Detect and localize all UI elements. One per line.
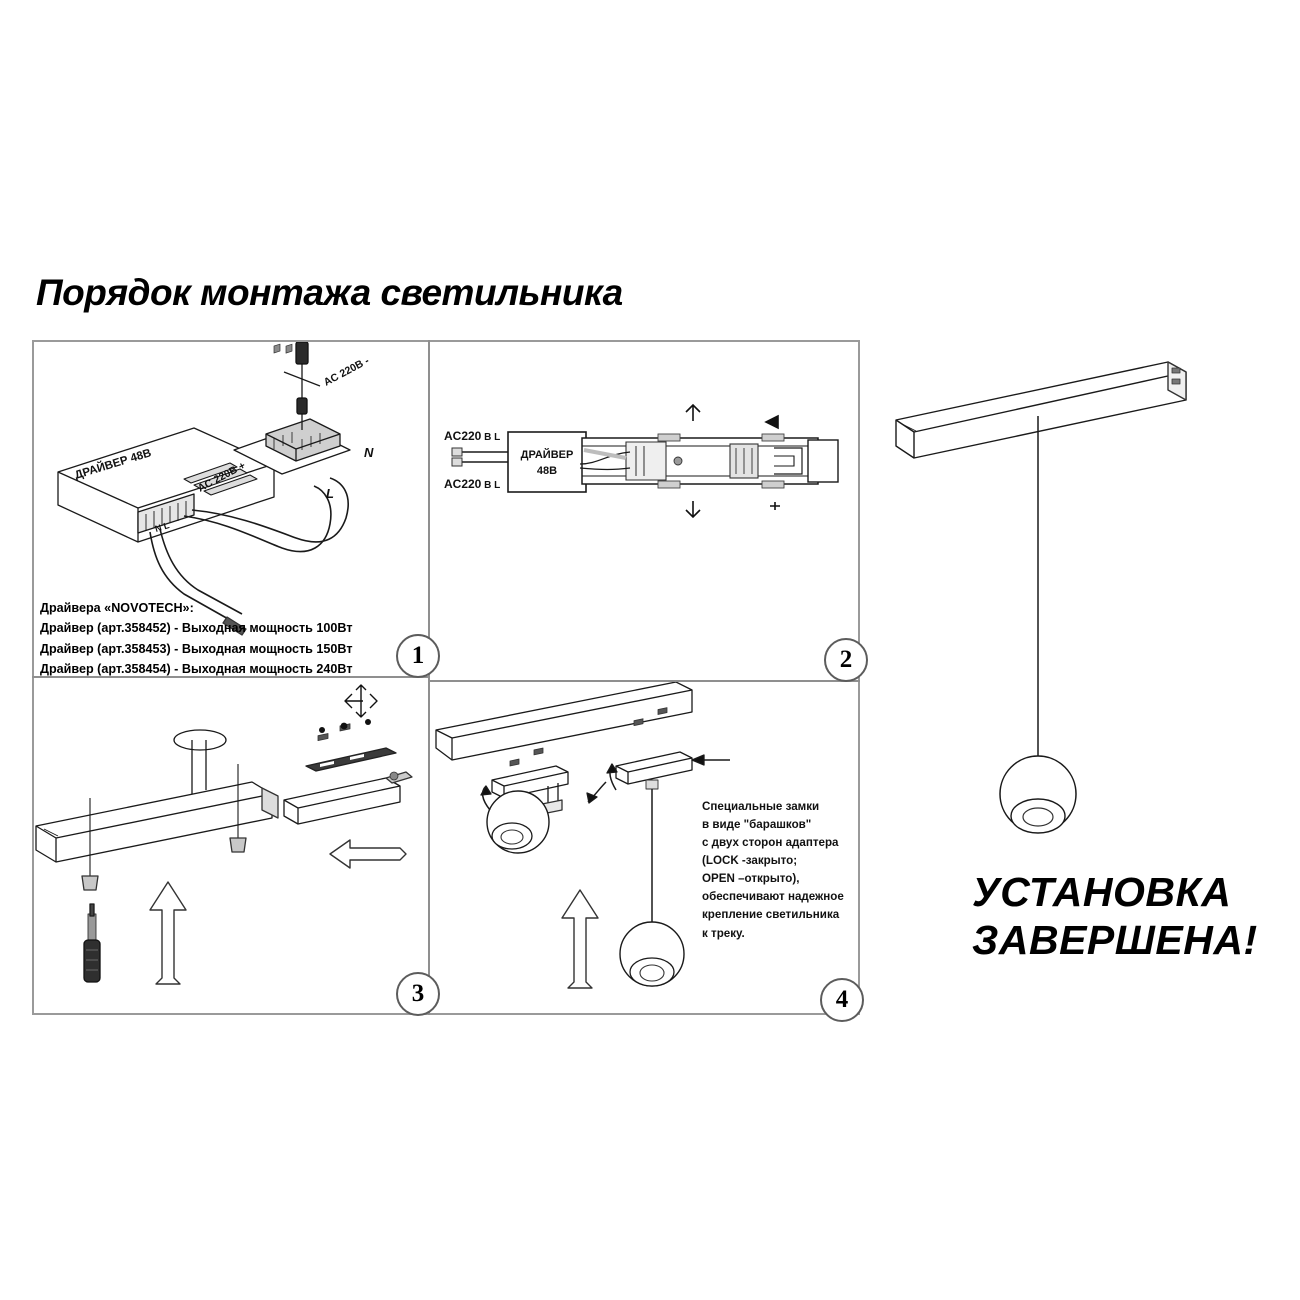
grid-horizontal-divider-left: [32, 676, 428, 678]
step-number-4: 4: [820, 978, 864, 1022]
panel-result: [862, 342, 1298, 1017]
driver-spec-line-1: Драйвер (арт.358452) - Выходная мощность…: [40, 621, 353, 636]
ac-input-label-bottom: AC220 В L: [444, 477, 500, 491]
lock-note-line-3: (LOCK -закрыто;: [702, 854, 798, 868]
driver-spec-line-3: Драйвер (арт.358454) - Выходная мощность…: [40, 662, 353, 677]
lock-note-line-5: обеспечивают надежное: [702, 890, 844, 904]
lock-note-line-1: в виде "барашков": [702, 818, 812, 832]
step-number-2-value: 2: [839, 646, 853, 673]
step2-diagram: AC220 В L AC220 В L ДРАЙВЕР 48В: [444, 403, 839, 519]
completion-message: УСТАНОВКА ЗАВЕРШЕНА!: [972, 868, 1258, 965]
driver-spec-line-2: Драйвер (арт.358453) - Выходная мощность…: [40, 641, 353, 656]
lock-note-line-0: Специальные замки: [702, 800, 820, 813]
lock-note-line-2: с двух сторон адаптера: [702, 836, 839, 850]
step-number-1: 1: [396, 634, 440, 678]
driver-spec-line-0: Драйвера «NOVOTECH»:: [40, 601, 194, 615]
step-number-4-value: 4: [835, 986, 849, 1013]
lock-note-line-6: крепление светильника: [702, 908, 840, 922]
driver-label-line1: ДРАЙВЕР: [521, 448, 574, 461]
driver-specification-block: Драйвера «NOVOTECH»: Драйвер (арт.358452…: [40, 598, 353, 680]
panel-step-1: AC 220В - AC 220В + N L ДРАЙВЕР 48В N L: [34, 342, 428, 676]
grid-horizontal-divider-right: [430, 680, 860, 682]
step3-diagram: [35, 684, 413, 985]
completion-line-2: ЗАВЕРШЕНА!: [972, 917, 1258, 964]
step-number-2: 2: [824, 638, 868, 682]
lock-description-note: Специальные замки в виде "барашков" с дв…: [702, 798, 854, 943]
step4-diagram: [435, 682, 730, 989]
result-diagram: [895, 361, 1187, 834]
lock-note-line-4: OPEN –открыто),: [702, 872, 800, 886]
completion-line-1: УСТАНОВКА: [972, 869, 1232, 915]
panel-step-3: [34, 678, 428, 1013]
step1-diagram: AC 220В - AC 220В + N L ДРАЙВЕР 48В N L: [57, 342, 374, 636]
wire-label-l: L: [326, 486, 334, 501]
driver-label-line2: 48В: [537, 465, 557, 477]
terminal-marks: N L: [154, 520, 171, 534]
ac-label-top: AC 220В -: [322, 355, 372, 389]
step-number-3-value: 3: [411, 980, 425, 1007]
step-number-3: 3: [396, 972, 440, 1016]
wire-label-n: N: [364, 445, 374, 460]
page-title: Порядок монтажа светильника: [36, 272, 623, 313]
panel-step-2: AC220 В L AC220 В L ДРАЙВЕР 48В: [430, 342, 858, 680]
ac-input-label-top: AC220 В L: [444, 429, 500, 443]
step-number-1-value: 1: [411, 642, 425, 669]
lock-note-line-7: к треку.: [702, 926, 745, 940]
grid-vertical-divider: [428, 340, 430, 1015]
panel-step-4: [430, 682, 858, 1013]
